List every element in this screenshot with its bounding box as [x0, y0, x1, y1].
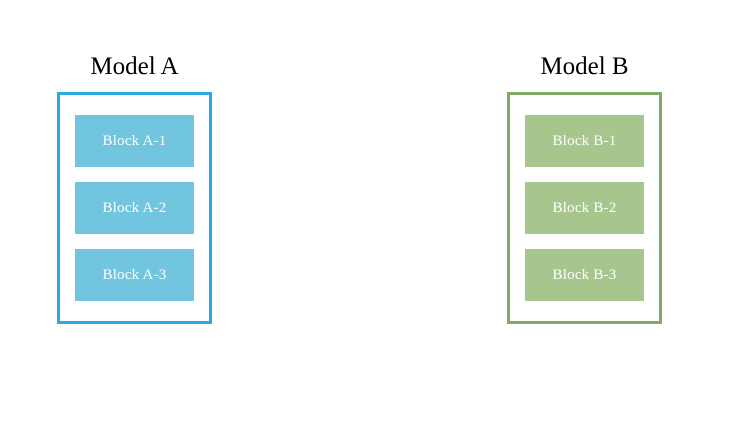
block-b-3-label: Block B-3: [552, 267, 617, 283]
block-a-3: Block A-3: [75, 249, 194, 301]
block-a-3-label: Block A-3: [102, 267, 167, 283]
model-b-title: Model B: [540, 53, 629, 80]
block-b-3: Block B-3: [525, 249, 644, 301]
block-b-1: Block B-1: [525, 115, 644, 167]
block-a-1-label: Block A-1: [102, 133, 167, 149]
block-a-1: Block A-1: [75, 115, 194, 167]
block-b-2-label: Block B-2: [552, 200, 617, 216]
block-b-2: Block B-2: [525, 182, 644, 234]
block-b-1-label: Block B-1: [552, 133, 617, 149]
model-group-b: Model B Block B-1 Block B-2 Block B-3: [507, 52, 662, 324]
model-group-a: Model A Block A-1 Block A-2 Block A-3: [57, 52, 212, 324]
block-a-2-label: Block A-2: [102, 200, 167, 216]
model-a-title: Model A: [90, 53, 179, 80]
model-a-container: Block A-1 Block A-2 Block A-3: [57, 92, 212, 324]
model-b-container: Block B-1 Block B-2 Block B-3: [507, 92, 662, 324]
block-a-2: Block A-2: [75, 182, 194, 234]
